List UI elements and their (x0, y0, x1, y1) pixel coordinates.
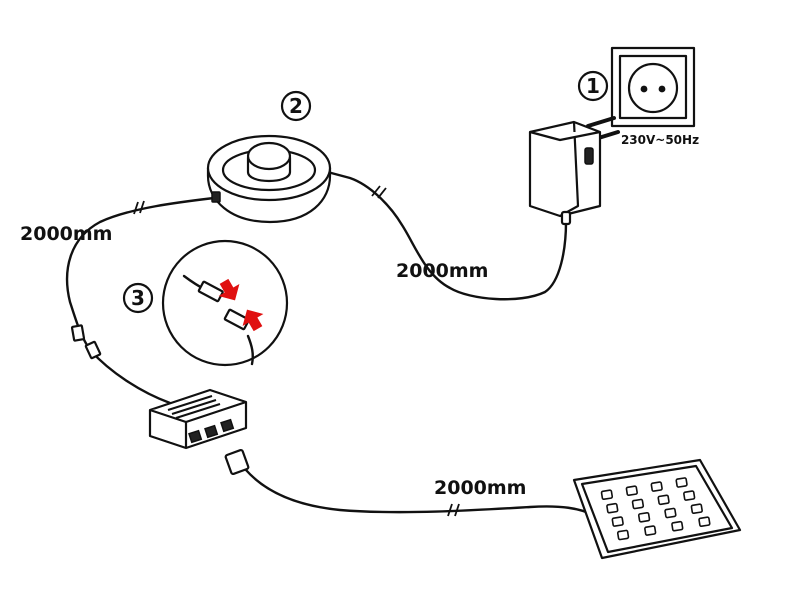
length-adapter-to-switch-label: 2000mm (396, 260, 488, 282)
led-chip (690, 503, 703, 515)
inline-connector-icon (70, 324, 102, 360)
led-chip (625, 485, 638, 497)
led-chip (606, 502, 619, 514)
wire-hub-to-panel (244, 468, 598, 518)
led-panel-icon (572, 458, 742, 560)
length-switch-to-hub-label: 2000mm (20, 223, 112, 245)
led-chip (644, 525, 657, 536)
step-3-marker: 3 (122, 282, 154, 314)
voltage-label: 230V~50Hz (621, 133, 699, 147)
led-chip (637, 511, 651, 523)
connector-detail-icon (161, 239, 289, 367)
wire-break-marks (133, 185, 460, 517)
foot-switch-icon (206, 134, 332, 224)
power-adapter-icon (528, 116, 620, 226)
led-chip (698, 516, 711, 528)
led-chip (683, 490, 696, 501)
led-chip (650, 481, 663, 492)
step-3-label: 3 (131, 286, 145, 310)
step-1-marker: 1 (577, 70, 609, 102)
led-chip (675, 477, 688, 488)
led-chip (600, 489, 614, 501)
wire-adapter-to-switch (318, 168, 568, 301)
led-chip (611, 516, 624, 527)
distribution-hub-icon (148, 388, 250, 476)
led-chip (616, 529, 630, 541)
arrow-down-icon (218, 278, 240, 301)
led-chip (657, 494, 670, 506)
length-hub-to-panel-label: 2000mm (434, 477, 526, 499)
led-chip (664, 507, 677, 519)
wall-socket-icon (610, 46, 696, 128)
led-chip (631, 498, 645, 510)
led-chip (671, 520, 684, 532)
led-grid (600, 477, 711, 541)
arrow-up-icon (242, 309, 264, 332)
step-2-label: 2 (289, 94, 303, 118)
step-2-marker: 2 (280, 90, 312, 122)
step-1-label: 1 (586, 74, 600, 98)
